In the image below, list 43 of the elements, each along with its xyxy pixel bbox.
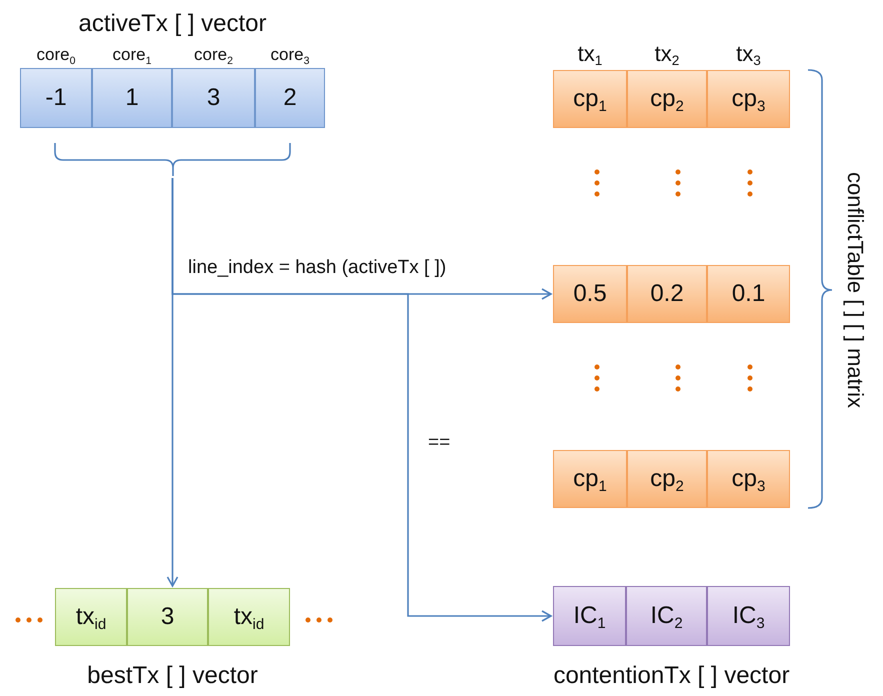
column-label: core$_{3}$	[270, 45, 310, 65]
vector-cell	[553, 265, 627, 323]
column-label: core$_{1}$	[112, 45, 152, 65]
matrix-label: conflictTable [ ] [ ] matrix	[842, 172, 868, 408]
cell-value: 0.2	[650, 280, 684, 308]
column-label: core$_{2}$	[194, 45, 233, 65]
vector-cell	[707, 586, 790, 646]
vector-cell	[55, 588, 127, 646]
vector-cell	[626, 586, 707, 646]
vector-title: contentionTx [ ] vector	[553, 662, 790, 690]
cell-value: IC$_{1}$	[573, 602, 606, 630]
vector-title: bestTx [ ] vector	[87, 662, 258, 690]
vector-cell	[553, 450, 627, 508]
vector-cell	[208, 588, 290, 646]
vector-cell	[707, 450, 790, 508]
cell-value: cp$_{2}$	[650, 85, 684, 113]
cell-value: 0.5	[573, 280, 607, 308]
arrow	[172, 178, 552, 622]
cell-value: IC$_{3}$	[732, 602, 765, 630]
cell-value: 3	[206, 84, 220, 112]
cell-value: 1	[125, 84, 139, 112]
vector-cell	[553, 586, 626, 646]
cell-value: cp$_{3}$	[732, 85, 766, 113]
vector-cell	[707, 265, 790, 323]
vector-cell	[127, 588, 208, 646]
cell-value: 0.1	[732, 280, 766, 308]
cell-value: cp$_{3}$	[732, 465, 766, 493]
cell-value: cp$_{1}$	[573, 85, 607, 113]
cell-value: -1	[45, 84, 67, 112]
cell-value: 2	[283, 84, 297, 112]
vector-cell	[627, 265, 707, 323]
cell-value: cp$_{1}$	[573, 465, 607, 493]
cell-value: cp$_{2}$	[650, 465, 684, 493]
cell-value: tx$_{id}$	[234, 603, 264, 631]
cell-value: 3	[160, 603, 174, 631]
cell-value: tx$_{id}$	[76, 603, 106, 631]
column-label: tx$_{2}$	[654, 41, 680, 67]
column-label: tx$_{3}$	[736, 41, 761, 67]
vector-cell	[627, 450, 707, 508]
column-label: core$_{0}$	[36, 45, 76, 65]
cell-value: IC$_{2}$	[650, 602, 683, 630]
column-label: tx$_{1}$	[578, 41, 602, 67]
vector-title: activeTx [ ] vector	[78, 10, 267, 38]
